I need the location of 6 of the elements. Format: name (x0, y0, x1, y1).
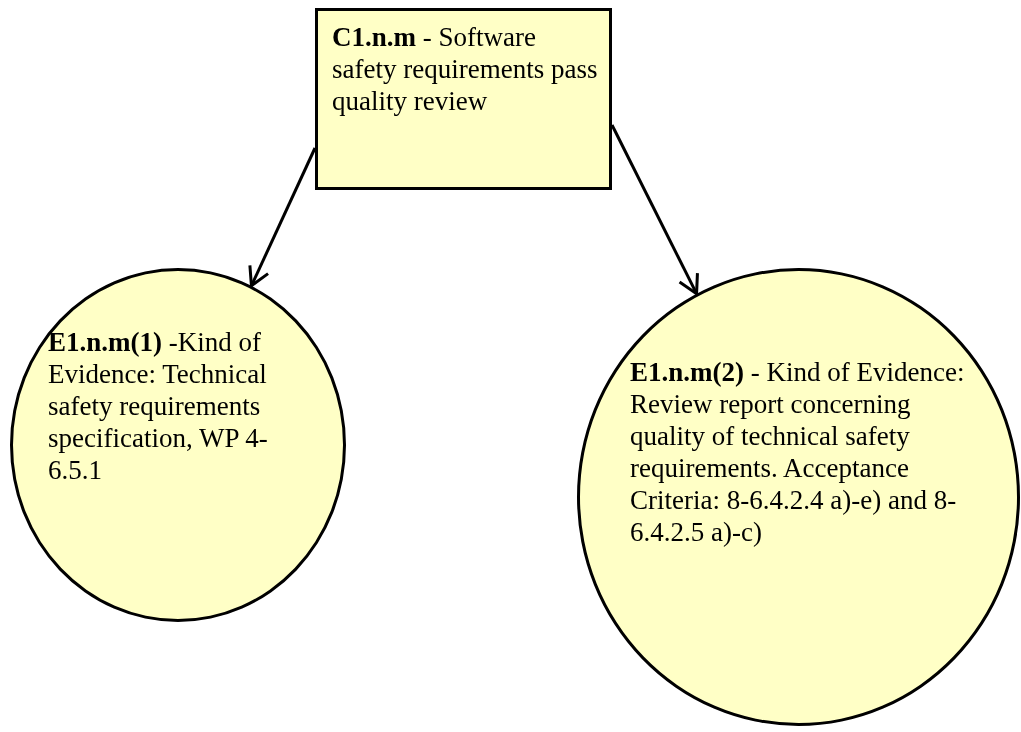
node-text: E1.n.m(1) -Kind of Evidence: Technical safety requirements specification, WP 4-6.5.1 (48, 326, 269, 486)
arrow (248, 147, 317, 288)
node-text: E1.n.m(2) - Kind of Evidence: Review report concerning quality of technical safety requirements. Acceptance Criteria: 8-6.4.2.4 a)-e) and 8-6.4.2.5 a)-c) (630, 356, 966, 548)
node-text: C1.n.m - Software safety requirements pass quality review (332, 21, 599, 117)
claim-box (315, 8, 612, 190)
arrow (610, 124, 699, 296)
